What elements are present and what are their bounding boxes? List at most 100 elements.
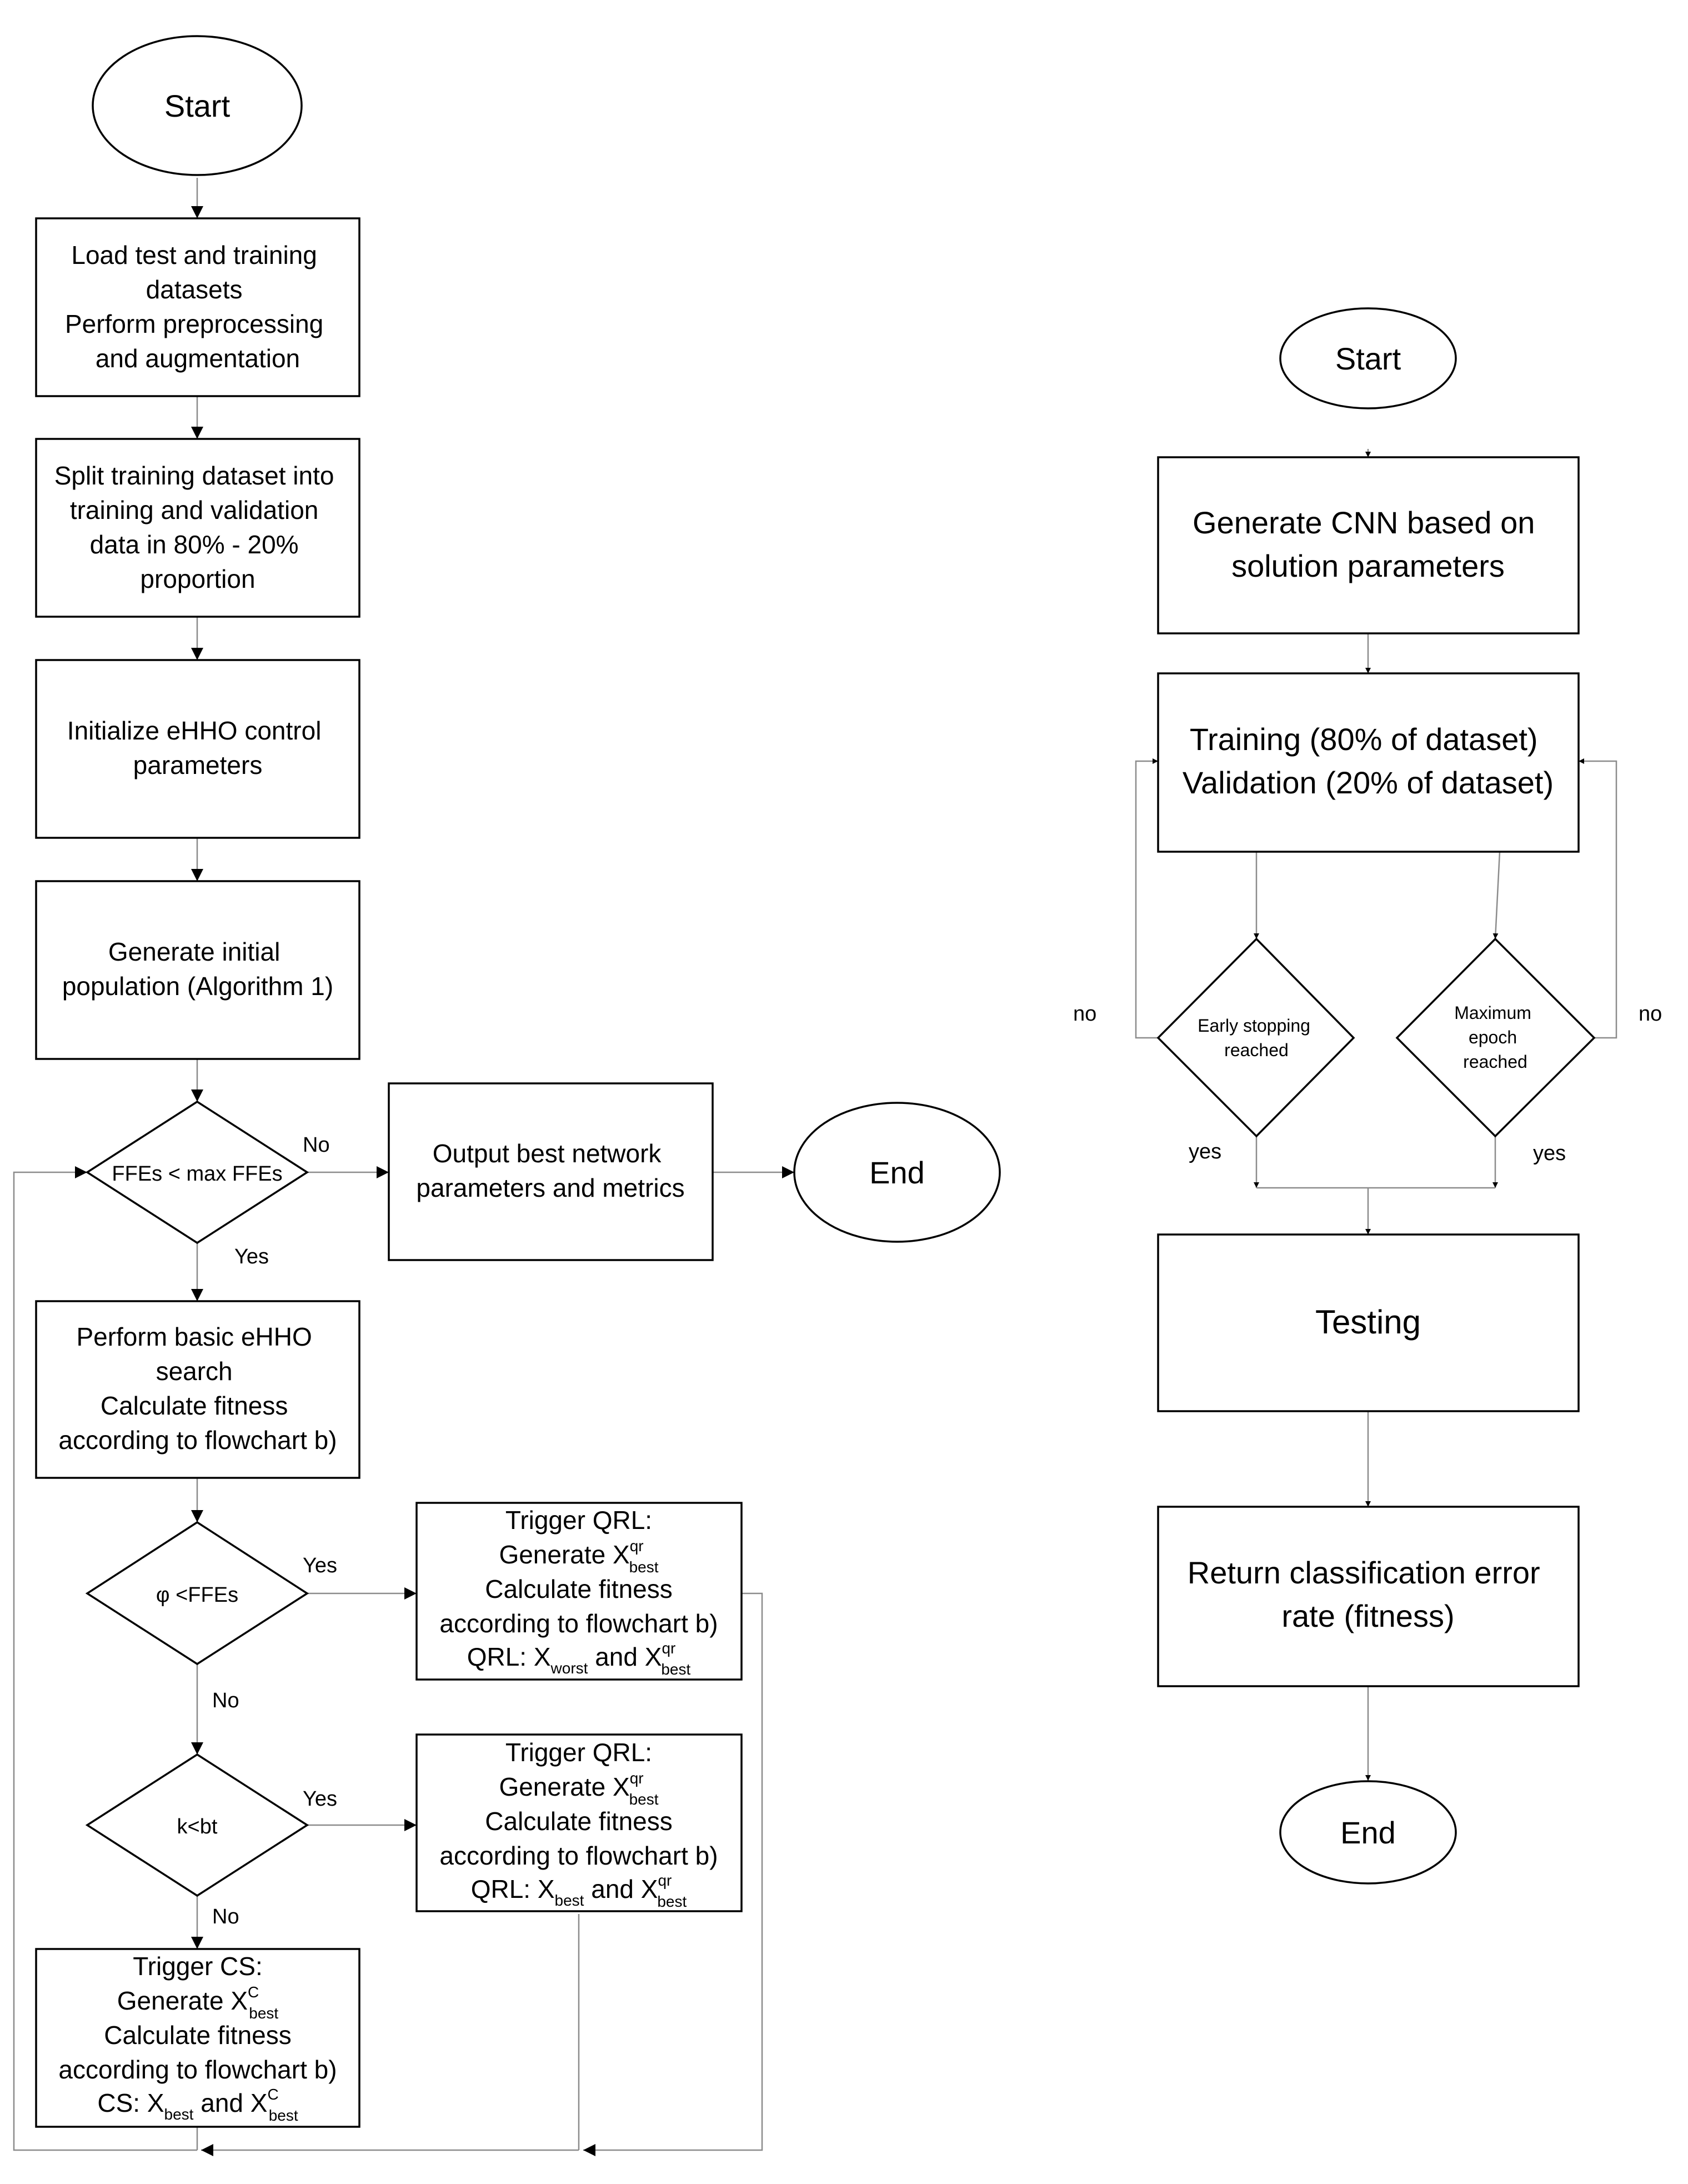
load-datasets-box: Load test and training datasets Perform …: [35, 217, 360, 397]
maxep-line-2: epoch: [1469, 1027, 1517, 1047]
search-text-line-3: Calculate fitness: [101, 1391, 288, 1420]
load-text-line-3: Perform preprocessing: [65, 309, 323, 338]
train-line-2: Validation (20% of dataset): [1183, 765, 1554, 800]
ffe-no-label: No: [303, 1133, 330, 1157]
start-label-b: Start: [1335, 341, 1401, 376]
cs-generate-sub: best: [249, 2005, 278, 2022]
init-text-line-1: Initialize eHHO control: [67, 716, 322, 745]
qrl2-pair-mid: and X: [584, 1875, 658, 1903]
svg-text:Generate initial popul: Generate initial population (Algorithm 1…: [62, 937, 333, 1001]
qrl2-according-text: according to flowchart b): [439, 1841, 718, 1870]
flowchart-b-connectors: [1135, 449, 1617, 1781]
svg-text:Early stopping reached: Early stopping reached: [1198, 1016, 1315, 1060]
flowchart-a: Start Load test and training datasets Pe…: [13, 35, 1001, 2156]
arrow-train-to-maxep: [1492, 851, 1501, 939]
end-label-b: End: [1340, 1815, 1396, 1850]
qrl1-calc-text: Calculate fitness: [485, 1575, 673, 1603]
search-box: Perform basic eHHO search Calculate fitn…: [35, 1300, 360, 1479]
k-yes-label: Yes: [303, 1787, 337, 1811]
qrl1-title: Trigger QRL:: [505, 1506, 652, 1535]
ffe-decision-label: FFEs < max FFEs: [112, 1162, 282, 1186]
qrl2-pair-sub1: best: [555, 1892, 584, 1909]
return-fitness-box: Return classification error rate (fitnes…: [1157, 1506, 1580, 1687]
return-line-2: rate (fitness): [1281, 1598, 1454, 1633]
load-text-line-2: datasets: [146, 275, 243, 304]
qrl1-generate-sub: best: [629, 1558, 659, 1576]
maxep-line-3: reached: [1463, 1052, 1527, 1072]
qrl1-pair-sup2: qr: [662, 1640, 675, 1657]
init-parameters-box: Initialize eHHO control parameters: [35, 659, 360, 839]
qrl1-according-text: according to flowchart b): [439, 1609, 718, 1638]
generate-population-box: Generate initial population (Algorithm 1…: [35, 880, 360, 1060]
train-line-1: Training (80% of dataset): [1190, 722, 1538, 757]
cs-pair-mid: and X: [193, 2088, 267, 2117]
split-text-line-1: Split training dataset into: [54, 461, 334, 490]
svg-text:Initialize eHHO control: Initialize eHHO control parameters: [67, 716, 328, 779]
cs-title: Trigger CS:: [133, 1952, 262, 1981]
cs-according-text: according to flowchart b): [58, 2055, 337, 2084]
svg-text:Split training dataset into: Split training dataset into training and…: [54, 461, 342, 593]
early-no-label: no: [1073, 1002, 1096, 1026]
cs-pair-prefix: CS: X: [97, 2088, 164, 2117]
load-text-line-1: Load test and training: [71, 241, 317, 269]
phi-yes-label: Yes: [303, 1554, 337, 1577]
generate-text-line-1: Generate initial: [108, 937, 280, 966]
svg-text:Generate CNN based on: Generate CNN based on solution parameter…: [1193, 505, 1544, 583]
cs-pair-sup2: C: [267, 2086, 278, 2103]
phi-decision-label: φ <FFEs: [156, 1583, 238, 1607]
flowchart-a-connectors: [13, 178, 794, 2156]
cs-generate-text: Generate X: [117, 1986, 248, 2015]
arrow-qrl1-return: [583, 1592, 763, 2156]
arrow-loop-back: [13, 1166, 197, 2151]
arrow-maxep-no-loop: [1579, 758, 1617, 1039]
start-terminal-a: Start: [92, 35, 303, 176]
split-dataset-box: Split training dataset into training and…: [35, 438, 360, 618]
qrl1-pair-sub2: best: [661, 1661, 690, 1678]
arrow-early-no-loop: [1135, 758, 1158, 1039]
output-text-line-1: Output best network: [433, 1139, 662, 1168]
init-text-line-2: parameters: [133, 751, 263, 779]
output-text-line-2: parameters and metrics: [416, 1173, 684, 1202]
svg-text:Training (80% of dataset): Training (80% of dataset) Validation (20…: [1183, 722, 1554, 800]
early-line-1: Early stopping: [1198, 1016, 1310, 1036]
generate-cnn-line-1: Generate CNN based on: [1193, 505, 1535, 540]
svg-text:Return classification error: Return classification error rate (fitnes…: [1188, 1555, 1549, 1633]
qrl2-pair-sub2: best: [657, 1893, 687, 1910]
end-terminal-a: End: [793, 1102, 1001, 1243]
split-text-line-3: data in 80% - 20%: [90, 530, 299, 559]
maxep-line-1: Maximum: [1454, 1003, 1531, 1023]
start-label-a: Start: [164, 88, 231, 123]
search-text-line-4: according to flowchart b): [58, 1426, 337, 1455]
end-label-a: End: [869, 1155, 925, 1190]
qrl2-pair-sup2: qr: [658, 1872, 672, 1889]
cs-pair-sub1: best: [164, 2106, 194, 2123]
testing-box: Testing: [1157, 1233, 1580, 1412]
phi-decision-diamond: φ <FFEs: [85, 1521, 309, 1666]
generate-cnn-line-2: solution parameters: [1231, 548, 1505, 583]
flowchart-b: Start Generate CNN based on solution par…: [1073, 307, 1662, 1885]
cs-calc-text: Calculate fitness: [104, 2021, 292, 2050]
qrl2-title: Trigger QRL:: [505, 1738, 652, 1767]
generate-text-line-2: population (Algorithm 1): [62, 972, 333, 1001]
maxep-yes-label: yes: [1533, 1142, 1566, 1165]
phi-no-label: No: [212, 1689, 239, 1712]
svg-text:Perform basic eHHO sea: Perform basic eHHO search Calculate fitn…: [58, 1322, 337, 1455]
k-decision-diamond: k<bt: [85, 1753, 309, 1897]
qrl1-pair-prefix: QRL: X: [467, 1642, 551, 1671]
search-text-line-1: Perform basic eHHO: [76, 1322, 312, 1351]
start-terminal-b: Start: [1279, 307, 1457, 409]
qrl1-pair-mid: and X: [588, 1642, 662, 1671]
search-text-line-2: search: [156, 1357, 233, 1386]
generate-cnn-box: Generate CNN based on solution parameter…: [1157, 456, 1580, 634]
testing-label: Testing: [1315, 1303, 1421, 1341]
training-validation-box: Training (80% of dataset) Validation (20…: [1157, 672, 1580, 853]
ffe-yes-label: Yes: [234, 1245, 269, 1268]
load-text-line-4: and augmentation: [96, 344, 300, 373]
